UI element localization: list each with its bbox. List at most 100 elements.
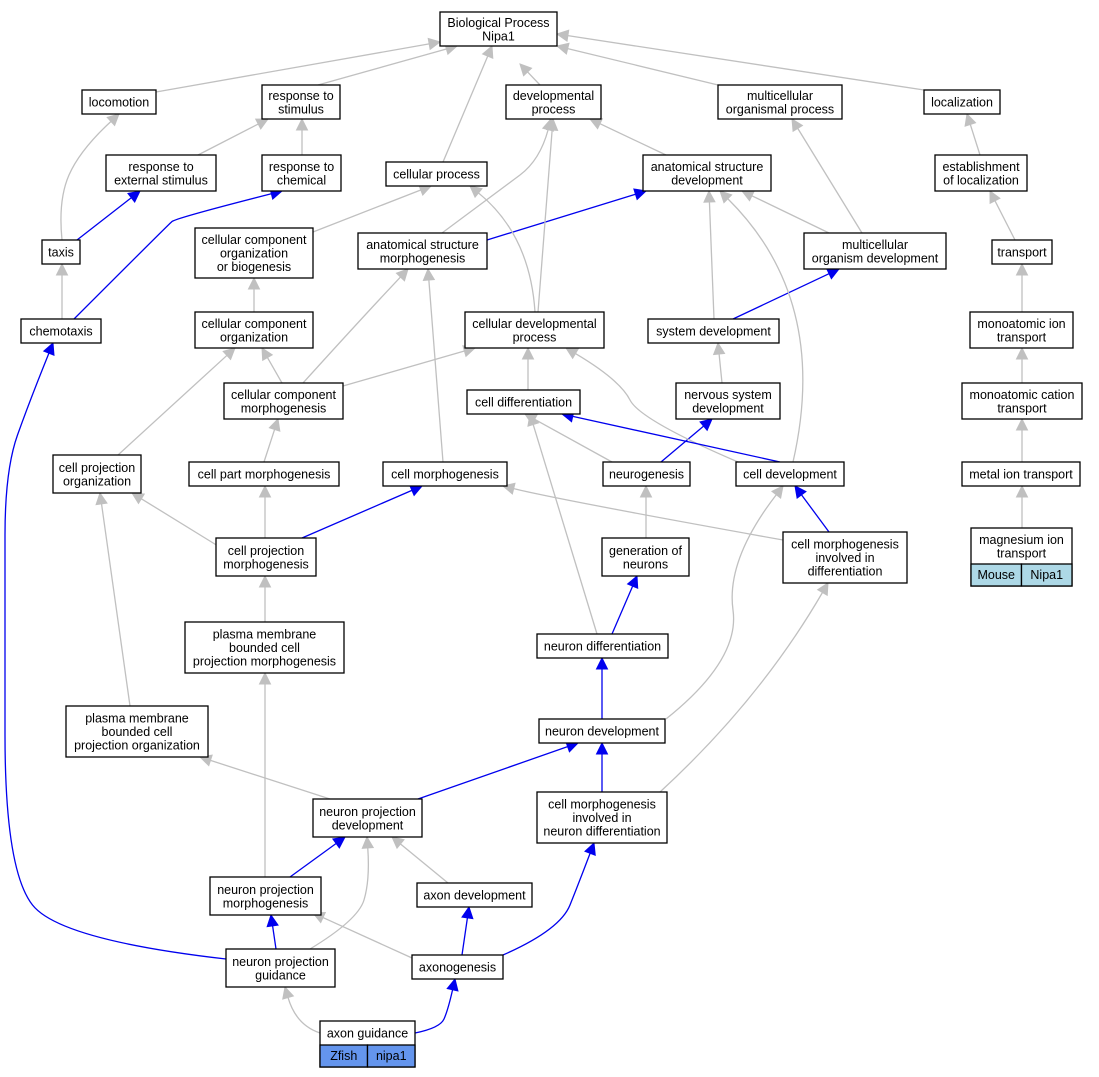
node-label-line: cellular process (393, 168, 480, 182)
node-label-line: process (532, 102, 576, 116)
gene-label: Nipa1 (1030, 568, 1063, 582)
node-box (261, 84, 341, 120)
go-term-cell-part-morphogenesis[interactable]: cell part morphogenesis (188, 461, 340, 487)
node-label-line: neuron projection (217, 883, 314, 897)
edge-metal-ion-transport-to-monoatomic-cation-transport-is-a (1015, 417, 1029, 462)
node-box (225, 948, 336, 988)
go-term-taxis[interactable]: taxis (41, 239, 81, 265)
edge-neuron-projection-morphogenesis-to-neuron-projection-development-part-of (289, 836, 346, 878)
go-term-axonogenesis[interactable]: axonogenesis (411, 954, 504, 980)
node-label-line: cell differentiation (475, 396, 572, 410)
go-term-locomotion[interactable]: locomotion (81, 89, 157, 115)
go-term-cell-development[interactable]: cell development (735, 461, 845, 487)
node-label-line: organization (63, 474, 131, 488)
edge-cell-morphogenesis-involved-in-neuron-differentiation-to-neuron-development-part-of (595, 741, 609, 792)
node-box (675, 382, 781, 420)
edge-plasma-membrane-bounded-cell-projection-morphogenesis-to-cell-projection-morphogenesis-is-a (258, 574, 272, 622)
edge-multicellular-organism-development-to-multicellular-organismal-process-is-a (791, 118, 863, 234)
node-box (803, 232, 947, 270)
go-term-chemotaxis[interactable]: chemotaxis (20, 318, 102, 344)
go-term-system-development[interactable]: system development (647, 318, 780, 344)
node-label-line: cellular component (231, 388, 336, 402)
node-box (81, 89, 157, 115)
node-box (717, 84, 843, 120)
edge-response-to-chemical-to-response-to-stimulus-is-a (295, 117, 309, 155)
node-box (961, 461, 1081, 487)
node-label-line: transport (997, 401, 1047, 415)
edge-anatomical-structure-development-to-developmental-process-is-a (588, 118, 667, 156)
node-label-line: metal ion transport (969, 468, 1073, 482)
node-box (991, 239, 1053, 265)
node-label-line: developmental (513, 89, 594, 103)
edge-response-to-external-stimulus-to-response-to-stimulus-is-a (197, 118, 269, 156)
node-label-line: neurogenesis (609, 468, 684, 482)
edge-taxis-to-locomotion-is-a (60, 113, 120, 241)
gene-cell (366, 1044, 416, 1068)
edge-neuron-projection-development-to-neuron-development-part-of (417, 740, 580, 800)
node-label-line: cell morphogenesis (791, 538, 899, 552)
edge-magnesium-ion-transport-to-metal-ion-transport-is-a (1015, 484, 1029, 528)
node-label-line: organization (220, 330, 288, 344)
node-label-line: process (513, 330, 557, 344)
go-term-neuron-differentiation[interactable]: neuron differentiation (536, 633, 669, 659)
go-term-axon-development[interactable]: axon development (416, 882, 533, 908)
go-term-localization[interactable]: localization (923, 89, 1001, 115)
go-term-cellular-process[interactable]: cellular process (385, 161, 488, 187)
go-term-metal-ion-transport[interactable]: metal ion transport (961, 461, 1081, 487)
node-label-line: cellular developmental (472, 317, 596, 331)
go-term-cell-morphogenesis[interactable]: cell morphogenesis (382, 461, 508, 487)
node-label-line: chemical (277, 173, 326, 187)
node-label-line: response to (268, 89, 333, 103)
edge-cell-projection-organization-to-cellular-component-organization-is-a (117, 347, 236, 456)
node-box (215, 537, 317, 577)
node-label-line: cell projection (59, 461, 135, 475)
node-box (65, 705, 209, 758)
go-term-neurogenesis[interactable]: neurogenesis (602, 461, 691, 487)
edge-locomotion-to-bp-is-a (155, 37, 442, 93)
go-term-transport[interactable]: transport (991, 239, 1053, 265)
node-label-line: response to (128, 160, 193, 174)
gene-cell (1020, 563, 1073, 587)
go-term-neuron-development[interactable]: neuron development (538, 718, 666, 744)
node-label-line: taxis (48, 246, 74, 260)
node-box (188, 461, 340, 487)
edge-cellular-developmental-process-to-developmental-process-is-a (537, 117, 559, 313)
node-label-line: monoatomic cation (970, 388, 1075, 402)
edge-cell-projection-morphogenesis-to-cell-morphogenesis-part-of (301, 484, 424, 539)
go-term-cell-differentiation[interactable]: cell differentiation (466, 389, 581, 415)
node-label-line: axon development (423, 889, 526, 903)
edge-cell-morphogenesis-involved-in-neuron-differentiation-to-cell-morphogenesis-involved-in-differentiation-is-a (659, 582, 829, 793)
node-label-line: neurons (623, 557, 668, 571)
node-box (209, 876, 322, 916)
